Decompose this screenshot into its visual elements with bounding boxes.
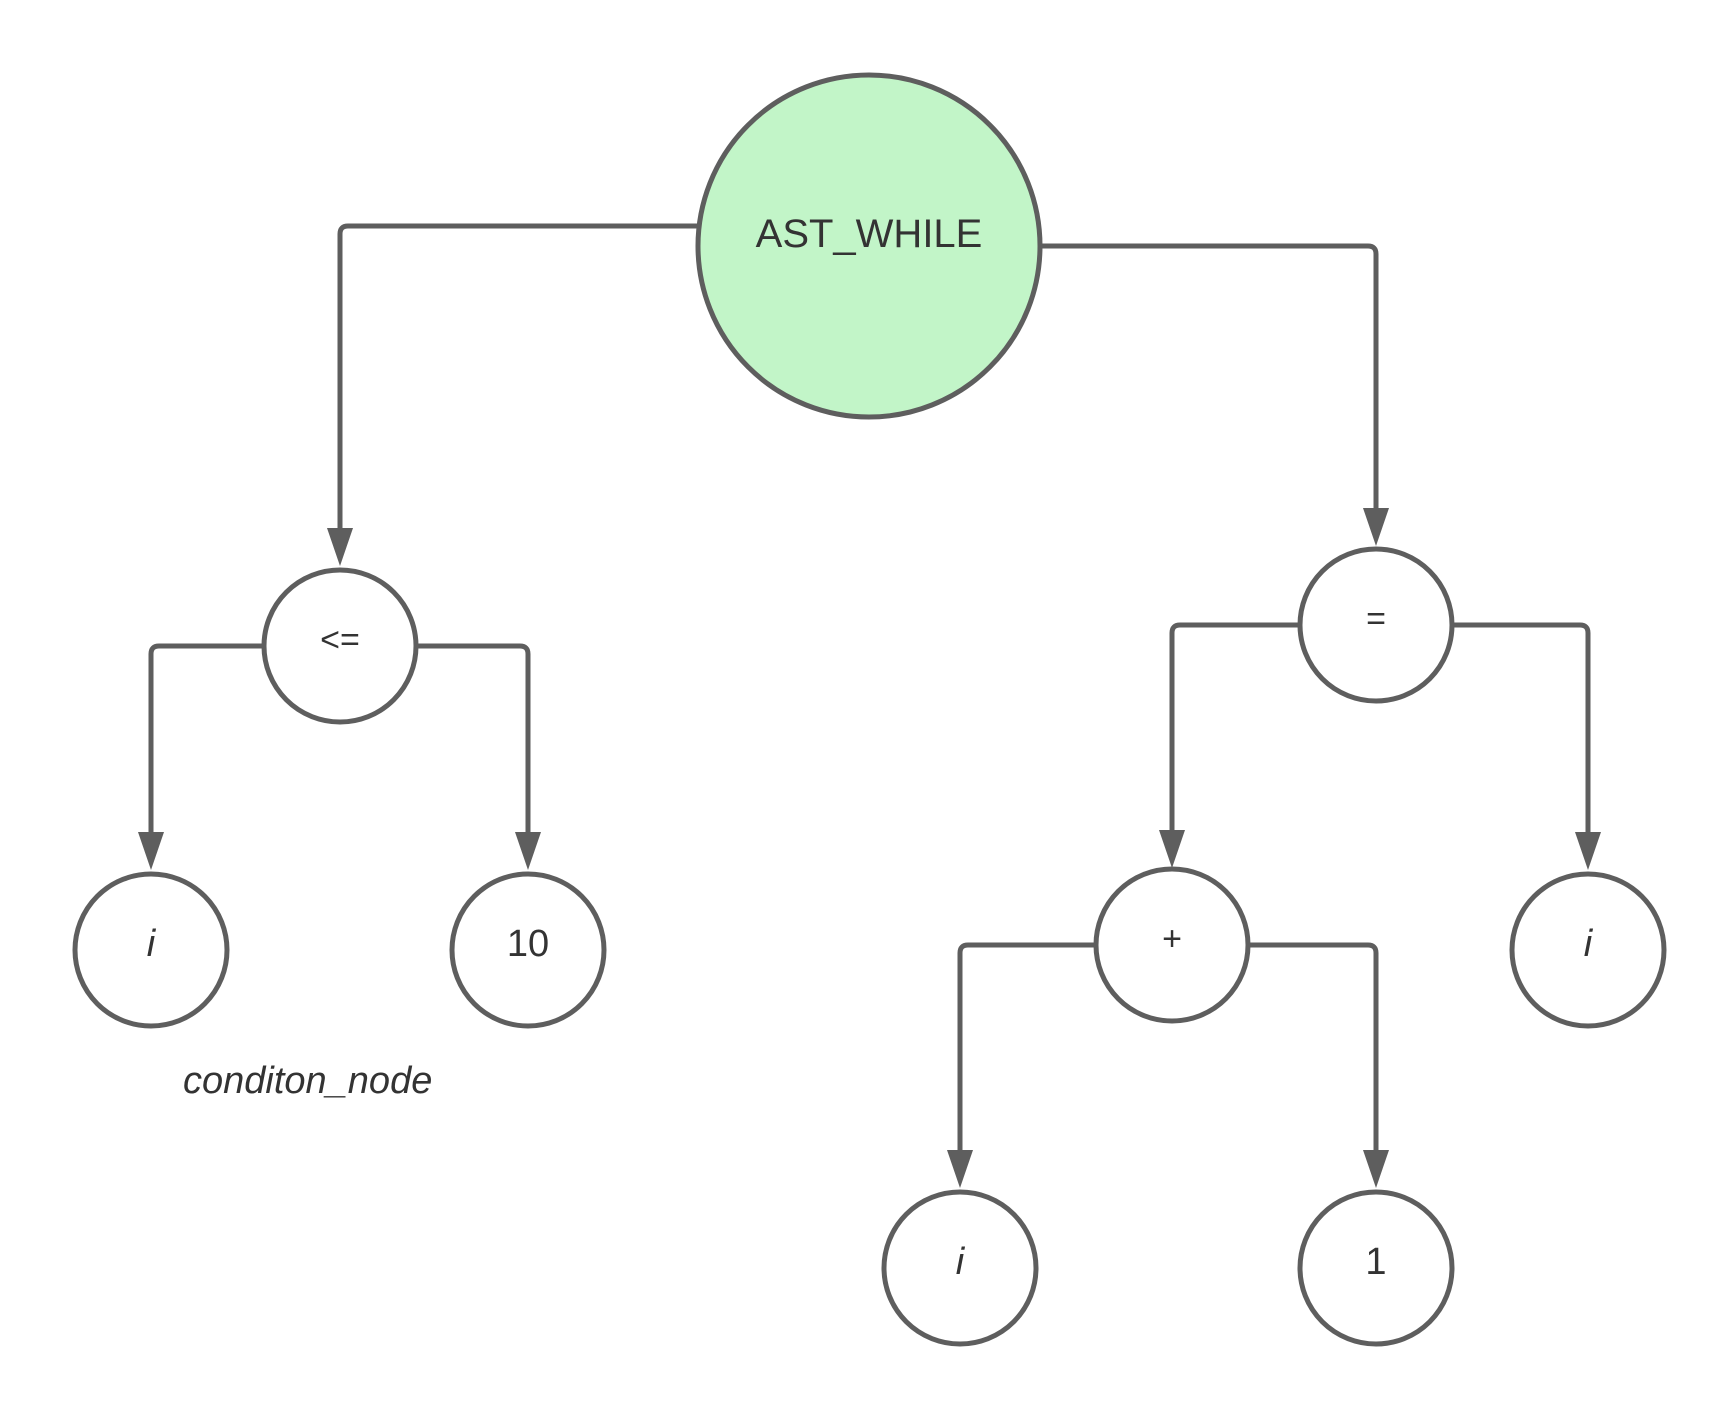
cond-node: <= [261,567,419,725]
cond-right-node-label: 10 [507,923,549,965]
edge-plus-to-right [1248,942,1379,1150]
plus-left-node-label: i [956,1241,966,1283]
edge-root-to-cond [337,223,698,528]
plus-node: + [1093,866,1251,1024]
edge-cond-to-left [148,643,264,832]
cond-left-node: i [72,871,230,1029]
arrow-assign-to-plus [1159,830,1185,868]
edge-plus-to-left [957,942,1096,1150]
cond-right-node: 10 [449,871,607,1029]
assign-right-node-label: i [1584,923,1594,965]
edge-cond-to-right [416,643,531,832]
plus-right-node: 1 [1297,1189,1455,1347]
root-node: AST_WHILE [695,72,1043,420]
condition-node-caption: conditon_node [183,1060,432,1102]
arrow-root-to-assign [1363,508,1389,546]
edge-root-to-assign [1042,243,1379,508]
nodes: AST_WHILE <= i 10 = + i i [72,72,1667,1347]
assign-right-node: i [1509,871,1667,1029]
assign-node: = [1297,546,1455,704]
arrow-cond-to-right [515,832,541,870]
edge-assign-to-plus [1169,622,1300,830]
arrow-assign-to-right [1575,832,1601,870]
cond-node-label: <= [320,621,360,659]
plus-right-node-label: 1 [1365,1241,1386,1283]
plus-left-node: i [881,1189,1039,1347]
root-node-label: AST_WHILE [756,212,983,256]
assign-node-label: = [1366,600,1386,638]
arrow-plus-to-right [1363,1150,1389,1188]
arrow-cond-to-left [138,832,164,870]
cond-left-node-label: i [147,923,157,965]
edge-assign-to-right [1452,622,1591,832]
arrow-plus-to-left [947,1150,973,1188]
plus-node-label: + [1162,920,1182,958]
edges [138,223,1601,1188]
arrow-root-to-cond [327,528,353,566]
